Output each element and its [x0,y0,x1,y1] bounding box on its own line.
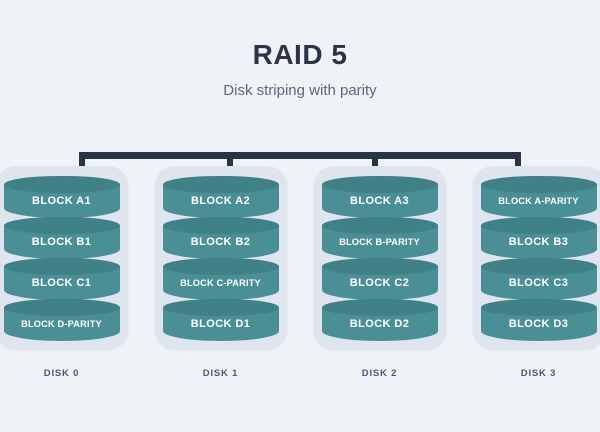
disk-column: BLOCK A3 BLOCK B-PARITY BLOCK C2 BLOCK D2 DI… [313,166,446,379]
disk-enclosure: BLOCK A-PARITY BLOCK B3 BLOCK C3 BLOCK D3 [472,166,600,349]
data-block[interactable]: BLOCK A3 [321,176,438,226]
disk-array: BLOCK A1 BLOCK B1 BLOCK C1 BLOCK D-PARITY DI… [0,166,600,386]
page-subtitle: Disk striping with parity [223,82,377,99]
cylinder-top-icon [321,176,438,193]
data-block[interactable]: BLOCK B3 [480,217,597,267]
disk-column: BLOCK A1 BLOCK B1 BLOCK C1 BLOCK D-PARITY DI… [0,166,128,379]
cylinder-top-icon [3,217,120,234]
block-label: BLOCK A1 [31,195,92,207]
block-label: BLOCK C-PARITY [180,278,261,288]
cylinder-top-icon [480,258,597,275]
cylinder-top-icon [480,176,597,193]
block-stack: BLOCK A1 BLOCK B1 BLOCK C1 BLOCK D-PARITY [3,176,120,349]
data-block[interactable]: BLOCK D1 [162,299,279,349]
data-block[interactable]: BLOCK A1 [3,176,120,226]
block-label: BLOCK A2 [190,195,251,207]
block-label: BLOCK B2 [190,236,251,248]
disk-caption: DISK 0 [43,368,80,379]
disk-column: BLOCK A-PARITY BLOCK B3 BLOCK C3 BLOCK D3 DI… [472,166,600,379]
data-block[interactable]: BLOCK C1 [3,258,120,308]
disk-caption: DISK 3 [520,368,557,379]
data-block[interactable]: BLOCK A2 [162,176,279,226]
block-label: BLOCK C3 [508,277,569,289]
disk-enclosure: BLOCK A3 BLOCK B-PARITY BLOCK C2 BLOCK D2 [313,166,446,349]
block-label: BLOCK D3 [508,318,569,330]
cylinder-top-icon [162,176,279,193]
disk-column: BLOCK A2 BLOCK B2 BLOCK C-PARITY BLOCK D1 DI… [154,166,287,379]
data-block[interactable]: BLOCK C3 [480,258,597,308]
cylinder-top-icon [3,258,120,275]
parity-block[interactable]: BLOCK A-PARITY [480,176,597,226]
block-label: BLOCK B1 [31,236,92,248]
block-stack: BLOCK A2 BLOCK B2 BLOCK C-PARITY BLOCK D1 [162,176,279,349]
page-title: RAID 5 [252,39,348,70]
cylinder-top-icon [480,299,597,316]
block-label: BLOCK D2 [349,318,410,330]
block-label: BLOCK A3 [349,195,410,207]
controller-bus-bar [79,152,521,159]
cylinder-top-icon [162,258,279,275]
cylinder-top-icon [3,299,120,316]
cylinder-top-icon [3,176,120,193]
block-label: BLOCK B3 [508,236,569,248]
parity-block[interactable]: BLOCK C-PARITY [162,258,279,308]
diagram-header: RAID 5 Disk striping with parity [0,38,600,102]
block-stack: BLOCK A3 BLOCK B-PARITY BLOCK C2 BLOCK D2 [321,176,438,349]
cylinder-top-icon [480,217,597,234]
cylinder-top-icon [321,299,438,316]
disk-enclosure: BLOCK A2 BLOCK B2 BLOCK C-PARITY BLOCK D1 [154,166,287,349]
block-label: BLOCK D-PARITY [21,319,102,329]
parity-block[interactable]: BLOCK B-PARITY [321,217,438,267]
data-block[interactable]: BLOCK D3 [480,299,597,349]
parity-block[interactable]: BLOCK D-PARITY [3,299,120,349]
data-block[interactable]: BLOCK B1 [3,217,120,267]
cylinder-top-icon [321,258,438,275]
block-stack: BLOCK A-PARITY BLOCK B3 BLOCK C3 BLOCK D3 [480,176,597,349]
disk-enclosure: BLOCK A1 BLOCK B1 BLOCK C1 BLOCK D-PARITY [0,166,128,349]
cylinder-top-icon [162,217,279,234]
cylinder-top-icon [162,299,279,316]
block-label: BLOCK B-PARITY [339,237,420,247]
disk-caption: DISK 2 [361,368,398,379]
data-block[interactable]: BLOCK D2 [321,299,438,349]
cylinder-top-icon [321,217,438,234]
block-label: BLOCK D1 [190,318,251,330]
data-block[interactable]: BLOCK B2 [162,217,279,267]
block-label: BLOCK C1 [31,277,92,289]
block-label: BLOCK A-PARITY [498,196,579,206]
data-block[interactable]: BLOCK C2 [321,258,438,308]
block-label: BLOCK C2 [349,277,410,289]
disk-caption: DISK 1 [202,368,239,379]
